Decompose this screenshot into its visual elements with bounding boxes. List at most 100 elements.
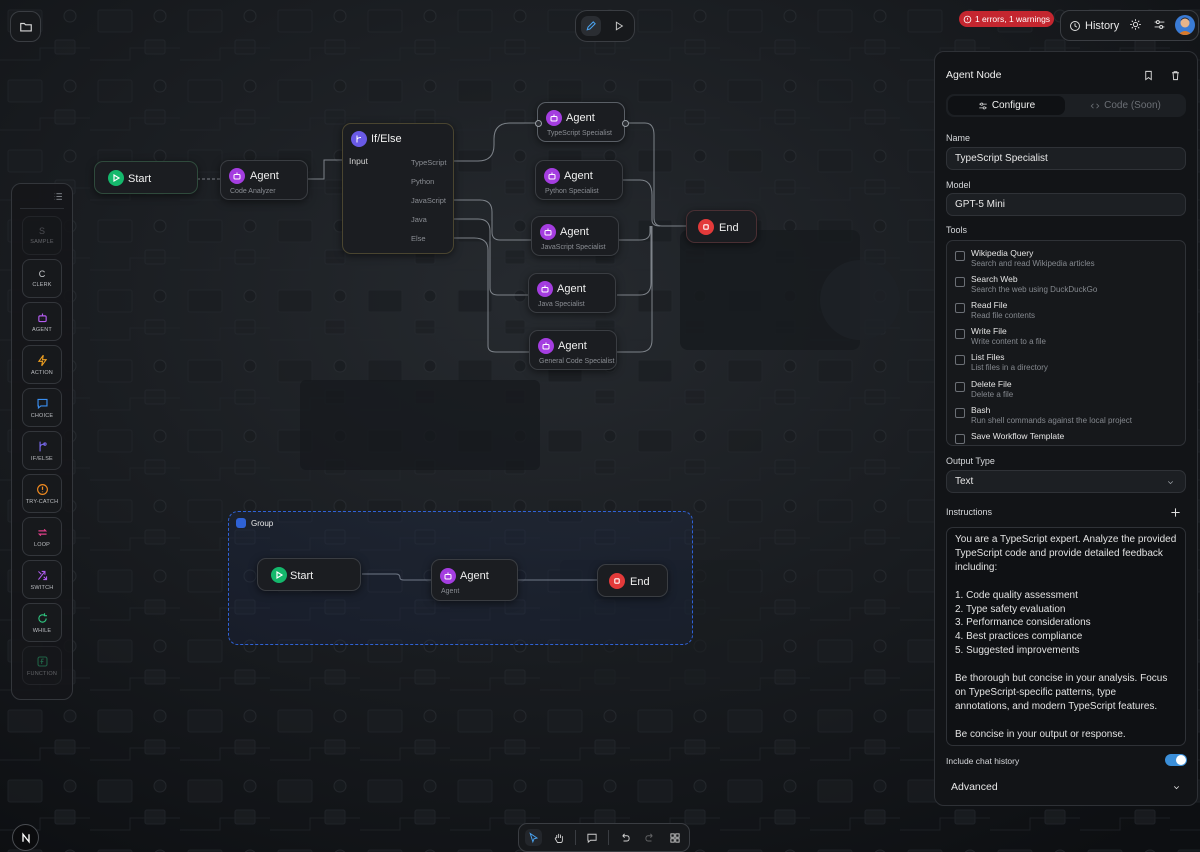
layout-button[interactable] [666,829,683,846]
settings-button[interactable] [1153,18,1168,33]
output-port[interactable] [622,120,629,127]
edit-mode-button[interactable] [581,16,601,36]
palette-item-choice[interactable]: CHOICE [22,388,62,427]
function-icon [37,656,47,666]
comment-tool-button[interactable] [583,829,600,846]
palette-item-if-else[interactable]: IF/ELSE [22,431,62,470]
open-folder-button[interactable] [10,11,41,42]
start-node[interactable]: Start [94,161,198,194]
palette-item-while[interactable]: WHILE [22,603,62,642]
agent-node-code-analyzer[interactable]: Agent Code Analyzer [220,160,308,200]
palette-item-label: TRY-CATCH [25,498,59,505]
chat-history-toggle[interactable] [1165,754,1187,766]
palette-separator [20,208,64,209]
ifelse-branch: Else [411,234,426,243]
tool-checkbox[interactable] [955,303,965,313]
chat-icon [36,398,48,409]
agent-node-javascript[interactable]: Agent JavaScript Specialist [531,216,619,256]
palette-item-action[interactable]: ACTION [22,345,62,384]
tool-checkbox[interactable] [955,382,965,392]
end-node-title: End [630,576,650,588]
tab-configure[interactable]: Configure [948,96,1065,115]
input-port[interactable] [535,120,542,127]
group-icon [236,518,246,528]
agent-node-general[interactable]: Agent General Code Specialist [529,330,617,370]
tool-description: List files in a directory [971,363,1048,372]
tool-checkbox[interactable] [955,251,965,261]
palette-item-switch[interactable]: SWITCH [22,560,62,599]
undo-button[interactable] [616,829,633,846]
tool-checkbox[interactable] [955,277,965,287]
ifelse-node[interactable]: If/Else Input TypeScript Python JavaScri… [342,123,454,254]
palette-item-agent[interactable]: AGENT [22,302,62,341]
logo-icon [21,831,30,844]
history-button[interactable]: History [1069,17,1119,34]
instruction-line [955,575,1177,589]
advanced-section-toggle[interactable]: Advanced [946,776,1186,798]
palette-item-loop[interactable]: LOOP [22,517,62,556]
tool-checkbox[interactable] [955,408,965,418]
list-icon[interactable] [53,191,64,202]
ifelse-branch: TypeScript [411,158,447,167]
add-instruction-button[interactable] [1170,505,1181,517]
tool-description: Read file contents [971,311,1036,320]
tab-configure-label: Configure [991,100,1036,111]
cursor-icon [528,831,538,843]
alert-icon [36,483,48,495]
group-start-node[interactable]: Start [257,558,361,591]
errors-badge[interactable]: 1 errors, 1 warnings [959,11,1054,27]
palette-item-try-catch[interactable]: TRY-CATCH [22,474,62,513]
tools-label: Tools [946,225,968,235]
app-logo[interactable] [12,824,39,851]
model-select[interactable]: GPT-5 Mini [946,193,1186,216]
output-type-select[interactable]: Text [946,470,1186,493]
chevron-down-icon [1173,786,1180,790]
redo-button[interactable] [641,829,658,846]
toggle-knob [1176,755,1186,765]
tool-checkbox[interactable] [955,329,965,339]
agent-node-subtitle: Code Analyzer [230,188,276,195]
tool-name: Bash [971,405,991,415]
agent-node-java[interactable]: Agent Java Specialist [528,273,616,313]
tool-name: Delete File [971,379,1012,389]
group-end-node[interactable]: End [597,564,668,597]
pan-tool-button[interactable] [550,829,567,846]
agent-icon [229,168,245,184]
palette-item-label: WHILE [32,627,52,634]
run-mode-button[interactable] [609,16,629,36]
tool-checkbox[interactable] [955,434,965,444]
delete-node-button[interactable] [1170,68,1182,81]
palette-letter-icon: C [38,269,46,279]
agent-node-typescript[interactable]: Agent TypeScript Specialist [535,102,629,142]
tool-name: Read File [971,300,1008,310]
tool-checkbox[interactable] [955,355,965,365]
ifelse-input-label: Input [349,156,368,166]
agent-node-python[interactable]: Agent Python Specialist [535,160,623,200]
play-icon [615,21,624,31]
redo-icon [644,833,653,841]
name-input[interactable]: TypeScript Specialist [946,147,1186,170]
end-node[interactable]: End [686,210,757,243]
tools-list: Wikipedia Query Search and read Wikipedi… [946,240,1186,446]
tab-code[interactable]: Code (Soon) [1067,96,1184,115]
theme-toggle-button[interactable] [1129,18,1144,33]
instruction-line [955,658,1177,672]
avatar[interactable] [1175,15,1195,35]
tool-name: Write File [971,326,1007,336]
group-agent-node[interactable]: Agent Agent [431,559,518,601]
refresh-icon [37,612,47,623]
folder-icon [19,22,32,32]
instruction-line: 3. Performance considerations [955,617,1091,629]
agent-node-title: Agent [557,283,586,295]
chevron-down-icon [1167,481,1174,485]
bookmark-button[interactable] [1143,68,1155,81]
agent-node-subtitle: General Code Specialist [539,358,615,365]
palette-item-label: SAMPLE [30,239,54,245]
grid-icon [669,832,680,843]
instructions-textarea[interactable]: You are a TypeScript expert. Analyze the… [946,527,1186,746]
history-label: History [1085,19,1120,32]
select-tool-button[interactable] [525,829,542,846]
palette-item-function[interactable]: FUNCTION [22,646,62,685]
